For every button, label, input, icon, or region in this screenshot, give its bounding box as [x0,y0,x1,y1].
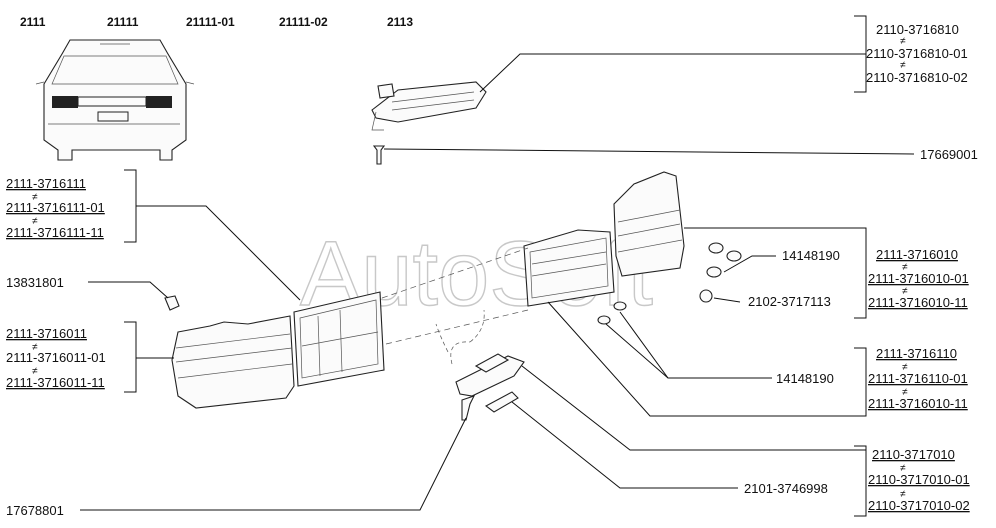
car-rear-illustration [35,39,195,161]
part-number: 2110-3717010-02 [868,498,970,513]
label-outer-lamp-right: 2111-3716010 2111-3716010-01 2111-371601… [868,247,969,310]
label-nut: 13831801 [6,275,64,290]
model-21111-02: 21111-02 [279,15,328,29]
part-number: 2110-3717010 [872,447,955,462]
model-2111: 2111 [20,15,46,29]
inner-lamp-left [293,291,385,387]
part-number: 2111-3716111-11 [6,225,104,240]
part-number: 2111-3716011-11 [6,375,105,390]
model-list: 2111 21111 21111-01 21111-02 2113 [20,15,413,29]
label-screw-bottom: 17678801 [6,503,64,518]
part-number: 2111-3716111 [6,176,86,191]
label-bulb-mid: 14148190 [776,371,834,386]
part-number: 2111-3716110 [876,346,957,361]
variant-mark: ≠ [32,216,38,227]
part-number: 2110-3717010-01 [868,472,970,487]
label-screw-top: 17669001 [920,147,978,162]
screw-top [372,145,386,165]
part-number: 2111-3716110-01 [868,371,968,386]
variant-mark: ≠ [902,262,908,273]
nut [164,295,180,311]
model-21111-01: 21111-01 [186,15,235,29]
part-number: 2111-3716111-01 [6,200,105,215]
part-number: 2110-3716810-02 [866,70,968,85]
part-number: 2111-3716010-11 [868,396,968,411]
part-number: 2110-3716810 [876,22,959,37]
variant-mark: ≠ [32,192,38,203]
label-bulb-2102: 2102-3717113 [748,294,831,309]
model-2113: 2113 [387,15,413,29]
label-inner-lamp-right: 2111-3716110 2111-3716110-01 2111-371601… [868,346,968,411]
variant-mark: ≠ [902,286,908,297]
high-mount-stop-lamp [371,81,487,131]
variant-mark: ≠ [900,489,906,500]
outer-lamp-right [613,171,685,277]
label-outer-lamp-left: 2111-3716011 2111-3716011-01 2111-371601… [6,326,106,390]
part-number: 2111-3716011-01 [6,350,106,365]
variant-mark: ≠ [900,60,906,71]
label-inner-lamp-left: 2111-3716111 2111-3716111-01 2111-371611… [6,176,105,240]
part-number: 2111-3716010-11 [868,295,968,310]
label-gasket: 2101-3746998 [744,481,828,496]
part-number: 2110-3716810-01 [866,46,968,61]
inner-lamp-right [523,229,615,307]
screw-bottom [461,395,476,421]
variant-mark: ≠ [900,463,906,474]
plate-lamp [435,309,525,413]
label-plate-lamp: 2110-3717010 2110-3717010-01 2110-371701… [868,447,970,513]
variant-mark: ≠ [32,366,38,377]
part-number: 2111-3716011 [6,326,87,341]
part-number: 2111-3716010 [876,247,958,262]
variant-mark: ≠ [902,387,908,398]
leader-lines [80,15,915,517]
part-number: 2111-3716010-01 [868,271,969,286]
variant-mark: ≠ [900,36,906,47]
variant-mark: ≠ [32,342,38,353]
bulbs [597,242,742,325]
label-bulb-top: 14148190 [782,248,840,263]
label-high-stop: 2110-3716810 2110-3716810-01 2110-371681… [866,22,968,85]
outer-lamp-left [171,315,295,409]
variant-mark: ≠ [902,362,908,373]
model-21111: 21111 [107,15,139,29]
